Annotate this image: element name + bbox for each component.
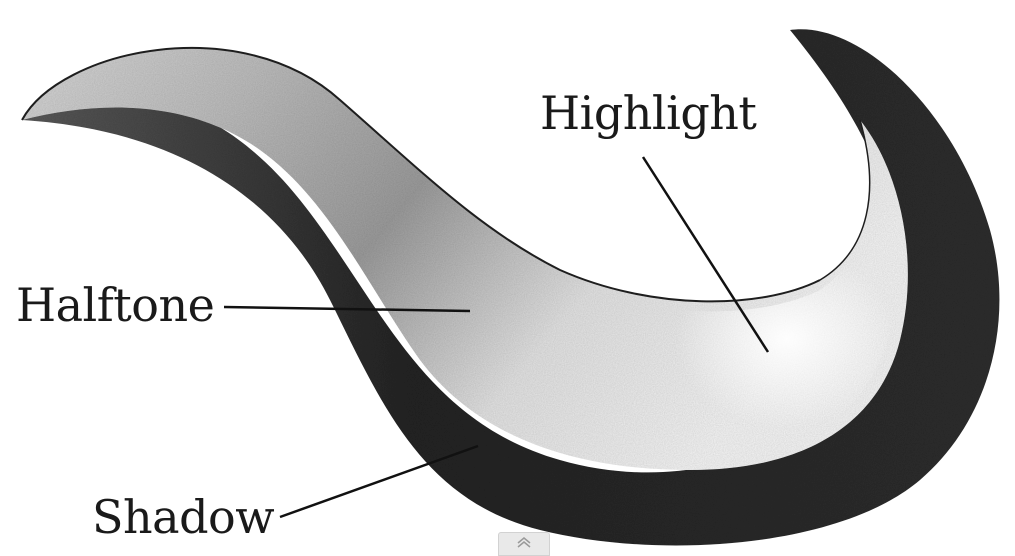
shadow-label: Shadow <box>92 494 274 540</box>
halftone-label: Halftone <box>16 282 214 328</box>
highlight-label: Highlight <box>540 90 756 136</box>
scroll-up-button[interactable] <box>498 532 550 556</box>
chevron-up-icon <box>515 537 533 549</box>
highlight-region <box>500 140 898 460</box>
